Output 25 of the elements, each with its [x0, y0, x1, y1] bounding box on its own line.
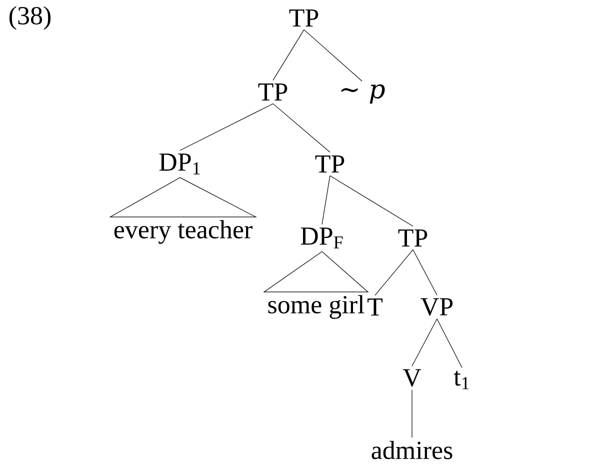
- tree-label: every teacher: [114, 220, 252, 244]
- tree-label: TP: [289, 9, 318, 26]
- tree-label: t$_{1}$: [454, 370, 469, 390]
- tree-label: admires: [372, 440, 452, 460]
- tree-label: VP: [420, 298, 453, 316]
- tree-label: TP: [398, 229, 428, 246]
- example-number: (38): [10, 6, 51, 30]
- tree-branch: [374, 249, 414, 296]
- tree-branch: [272, 29, 304, 81]
- tree-branch: [330, 175, 414, 227]
- tree-branch: [412, 249, 438, 296]
- tree-label: some girl: [268, 295, 364, 319]
- tree-label: DP$_{1}$: [159, 154, 200, 174]
- tree-label: ∼ p: [341, 84, 385, 104]
- tree-label: DP$_{F}$: [300, 228, 343, 248]
- tree-branch: [272, 103, 330, 153]
- tree-branch: [180, 103, 274, 151]
- tree-label: TP: [315, 155, 344, 172]
- tree-label: TP: [258, 83, 288, 100]
- tree-branch: [304, 29, 362, 82]
- tree-branch: [436, 318, 462, 368]
- tree-branch: [412, 318, 438, 366]
- tree-label: V: [402, 369, 422, 387]
- tree-label: T: [368, 298, 382, 316]
- tree-branch: [322, 175, 330, 225]
